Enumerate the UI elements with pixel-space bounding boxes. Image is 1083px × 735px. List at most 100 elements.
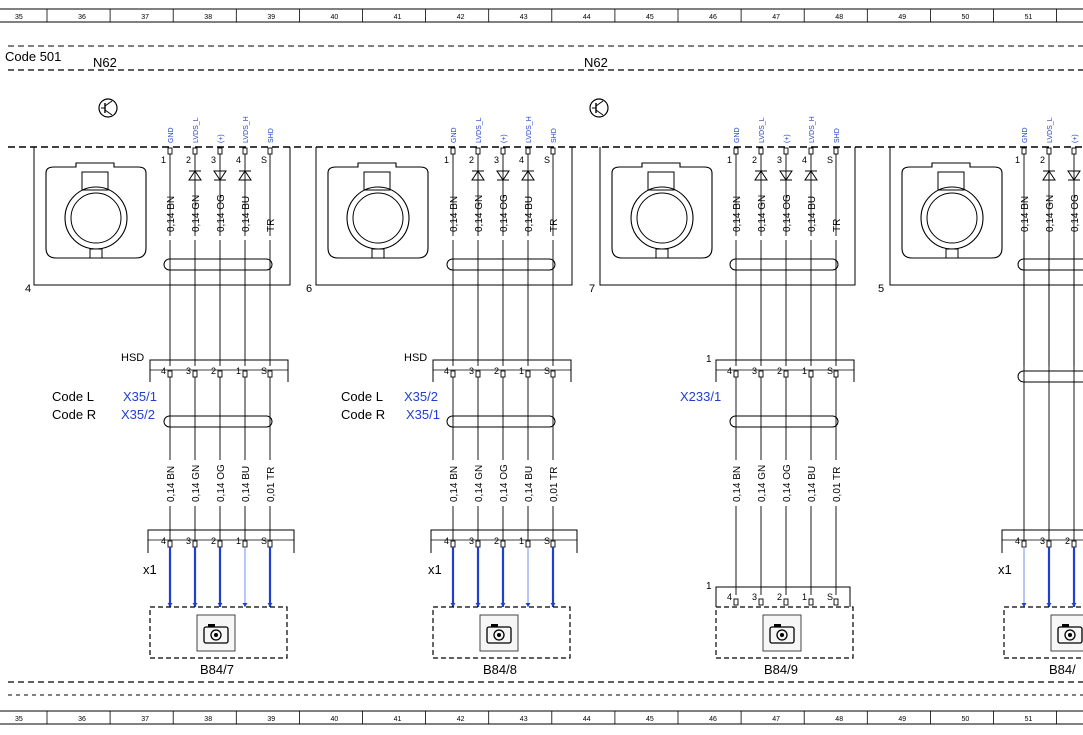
camera-socket-icon xyxy=(901,162,1003,259)
wire-label: TR xyxy=(549,219,560,232)
wire-label: 0,14 BN xyxy=(1020,196,1031,232)
camera-body xyxy=(203,626,229,644)
pin-terminal xyxy=(733,598,739,606)
x1-connector xyxy=(1001,529,1083,553)
pin-number: 3 xyxy=(752,366,757,376)
wire-label: 0,14 OG xyxy=(782,464,793,502)
wire-arrow xyxy=(525,603,531,607)
transistor-icon xyxy=(589,98,609,118)
grid-number: 42 xyxy=(457,14,465,21)
camera-top xyxy=(1062,624,1069,627)
wire-label: TR xyxy=(266,219,277,232)
camera-label: B84/8 xyxy=(483,662,517,677)
camera-module-box xyxy=(715,606,854,659)
socket-key xyxy=(945,248,959,259)
pin-number: 2 xyxy=(211,366,216,376)
pin-number: 1 xyxy=(519,536,524,546)
socket-latch xyxy=(937,171,965,191)
wire-label: 0,01 TR xyxy=(549,467,560,502)
wire-label: 0,14 BU xyxy=(524,466,535,502)
grid-number: 49 xyxy=(898,716,906,723)
pin-terminal xyxy=(1071,147,1077,155)
grid-number: 46 xyxy=(709,716,717,723)
wire-label: 0,14 GN xyxy=(757,195,768,232)
signal-label-shd: SHD xyxy=(268,128,275,143)
channel-2: 6 HSD Code L Code R X35/2 X35/1 x1 B84/8 xyxy=(306,283,517,677)
pin-terminal xyxy=(1021,147,1027,155)
connector-code-r: X35/1 xyxy=(406,407,440,422)
x1-connector xyxy=(147,529,295,553)
pin-number: 3 xyxy=(211,155,216,165)
pin-number: S xyxy=(544,155,550,165)
wire-label: 0,14 BN xyxy=(732,196,743,232)
grid-number: 47 xyxy=(772,716,780,723)
wire-arrow xyxy=(1046,603,1052,607)
wire-label: 0,14 OG xyxy=(216,194,227,232)
wire-label: 0,14 OG xyxy=(1070,194,1081,232)
pin-terminal xyxy=(525,370,531,378)
pin-terminal xyxy=(833,147,839,155)
signal-label-lvdsl: LVDS_L xyxy=(1047,117,1054,143)
socket-ring xyxy=(346,186,410,250)
wire-label: 0,01 TR xyxy=(266,467,277,502)
wire-label: 0,14 GN xyxy=(191,465,202,502)
wire-label: 0,14 BU xyxy=(807,466,818,502)
code-l-label: Code L xyxy=(52,389,94,404)
wire-label: 0,14 BN xyxy=(166,466,177,502)
camera-label: B84/9 xyxy=(764,662,798,677)
grid-number: 35 xyxy=(15,14,23,21)
signal-label-lvdsl: LVDS_L xyxy=(759,117,766,143)
pin-terminal xyxy=(733,370,739,378)
camera-body xyxy=(486,626,512,644)
pin-number: 3 xyxy=(1040,536,1045,546)
pin-terminal xyxy=(167,147,173,155)
transistor-icon xyxy=(98,98,118,118)
pin-terminal xyxy=(475,370,481,378)
pin-number: 2 xyxy=(211,536,216,546)
grid-number: 42 xyxy=(457,716,465,723)
grid-number: 45 xyxy=(646,14,654,21)
pin-terminal xyxy=(242,370,248,378)
shield-loop xyxy=(729,415,839,428)
wire-label: 0,14 BU xyxy=(524,196,535,232)
shield-loop xyxy=(1017,370,1083,383)
pin-terminal xyxy=(267,147,273,155)
pin-terminal xyxy=(242,540,248,548)
hsd-label: HSD xyxy=(404,352,427,364)
socket-ring-inner xyxy=(926,192,978,244)
pin-number: 2 xyxy=(494,536,499,546)
pin-number: 2 xyxy=(186,155,191,165)
wire-arrow xyxy=(242,603,248,607)
signal-label-: (+) xyxy=(501,134,508,143)
camera-body xyxy=(769,626,795,644)
wire-arrow xyxy=(167,603,173,607)
grid-number: 50 xyxy=(962,716,970,723)
housing-number: 6 xyxy=(306,283,312,295)
socket-latch xyxy=(647,171,675,191)
pin-number: 2 xyxy=(777,366,782,376)
wire-label: 0,14 OG xyxy=(499,464,510,502)
pin-number: S xyxy=(827,366,833,376)
signal-label-: (+) xyxy=(1072,134,1079,143)
camera-module-box xyxy=(149,606,288,659)
camera-connector xyxy=(715,586,851,607)
wire-label: 0,14 BN xyxy=(732,466,743,502)
pin-number: 2 xyxy=(1040,155,1045,165)
pin-terminal xyxy=(1046,540,1052,548)
hsd-connector xyxy=(715,359,855,382)
shield-loop xyxy=(163,415,273,428)
wire-label: 0,14 OG xyxy=(216,464,227,502)
pin-terminal xyxy=(808,370,814,378)
code-label: Code 501 xyxy=(5,49,61,64)
pin-number: 3 xyxy=(186,366,191,376)
camera-top xyxy=(491,624,498,627)
wire-label: 0,14 OG xyxy=(499,194,510,232)
pin-terminal xyxy=(1021,540,1027,548)
signal-label-gnd: GND xyxy=(1022,127,1029,143)
grid-number: 38 xyxy=(204,14,212,21)
socket-ring-inner xyxy=(352,192,404,244)
camera-label: B84/7 xyxy=(200,662,234,677)
pin-terminal xyxy=(833,598,839,606)
